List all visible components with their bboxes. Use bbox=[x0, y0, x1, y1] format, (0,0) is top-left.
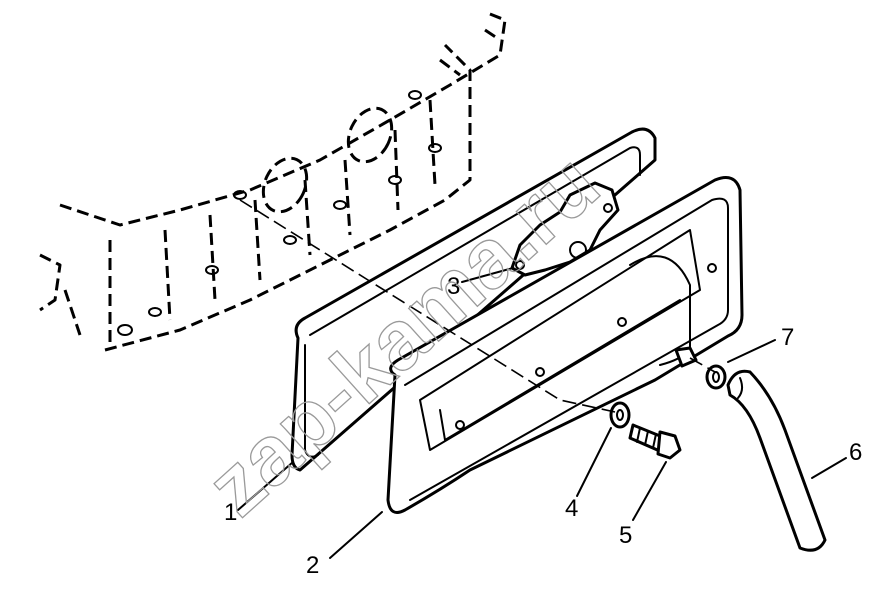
callout-3: 3 bbox=[447, 273, 460, 300]
engine-block-outline bbox=[39, 10, 507, 352]
callout-4: 4 bbox=[565, 495, 578, 522]
callout-labels: 1 2 3 4 5 6 7 bbox=[224, 273, 862, 579]
leader-lines bbox=[237, 267, 847, 559]
part-6-hose bbox=[726, 369, 827, 552]
callout-1: 1 bbox=[224, 499, 237, 526]
callout-6: 6 bbox=[849, 439, 862, 466]
part-7-clamp bbox=[705, 364, 727, 390]
part-5-bolt bbox=[628, 423, 682, 460]
callout-2: 2 bbox=[306, 552, 319, 579]
part-2-valve-cover bbox=[386, 176, 744, 514]
part-4-washer bbox=[609, 401, 631, 429]
callout-7: 7 bbox=[781, 324, 794, 351]
assembly-lines bbox=[239, 199, 716, 413]
callout-5: 5 bbox=[619, 522, 632, 549]
